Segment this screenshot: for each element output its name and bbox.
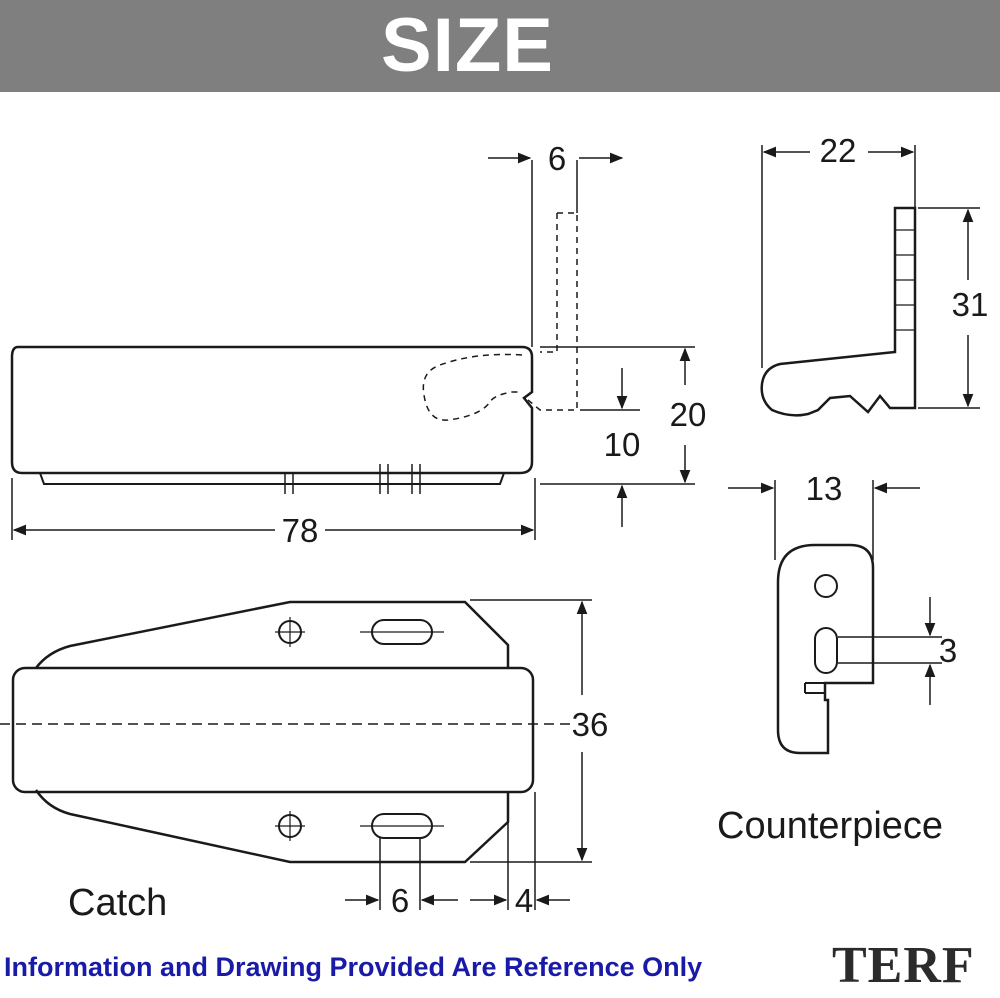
counterpiece-front-dimensions xyxy=(728,480,942,705)
dim-counterpiece-width: 13 xyxy=(806,470,843,507)
brand-logo: TERF xyxy=(832,937,975,994)
dim-counterpiece-slot: 3 xyxy=(939,632,957,669)
dim-catch-slot-width: 6 xyxy=(391,882,409,919)
disclaimer-text: Information and Drawing Provided Are Ref… xyxy=(4,952,703,982)
dim-catch-latch-width: 6 xyxy=(548,140,566,177)
dim-catch-edge-gap: 4 xyxy=(515,882,533,919)
catch-top-dimensions xyxy=(345,599,592,910)
counterpiece-side-dimensions xyxy=(761,145,980,409)
counterpiece-front-view xyxy=(776,543,875,755)
label-counterpiece: Counterpiece xyxy=(717,805,943,847)
catch-side-dimensions xyxy=(11,152,695,540)
catch-top-view xyxy=(0,600,570,864)
counterpiece-side-view xyxy=(760,206,917,417)
dim-catch-height: 20 xyxy=(670,396,707,433)
dim-counterpiece-depth: 22 xyxy=(820,132,857,169)
label-catch: Catch xyxy=(68,882,167,924)
dim-catch-offset: 10 xyxy=(604,426,641,463)
header-bar: SIZE xyxy=(0,0,1000,92)
technical-drawing: 78 6 20 10 36 6 4 22 31 13 3 Catch Count… xyxy=(0,132,989,924)
dim-counterpiece-height: 31 xyxy=(952,286,989,323)
page-title: SIZE xyxy=(381,3,554,88)
dim-catch-length: 78 xyxy=(282,512,319,549)
dim-catch-width: 36 xyxy=(572,706,609,743)
catch-side-view xyxy=(10,212,578,494)
